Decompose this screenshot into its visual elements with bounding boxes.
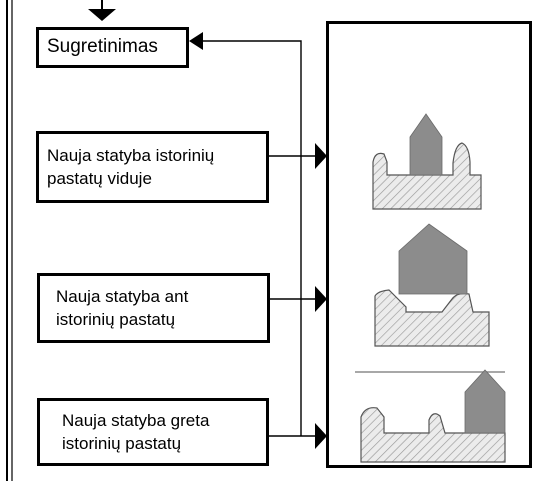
historic-base-2 [374, 289, 490, 347]
inside-label: Nauja statyba istorinių pastatų viduje [47, 145, 215, 188]
arrow-adjacent-icon [315, 423, 327, 449]
on-top-box: Nauja statyba ant istorinių pastatų [37, 273, 270, 343]
arrow-into-sugretinimas-icon [189, 32, 203, 50]
incoming-arrow-icon [88, 9, 116, 21]
historic-base-3 [360, 407, 506, 463]
inside-box: Nauja statyba istorinių pastatų viduje [36, 131, 269, 203]
sugretinimas-label: Sugretinimas [47, 36, 158, 58]
sketch-on-top-icon [374, 223, 490, 347]
sketch-adjacent-icon [355, 369, 506, 463]
illustration-panel [326, 21, 532, 468]
historic-base-1 [372, 142, 482, 210]
sketch-inside-icon [372, 113, 482, 210]
sugretinimas-box: Sugretinimas [36, 27, 189, 68]
on-top-label: Nauja statyba ant istorinių pastatų [56, 286, 189, 329]
new-building-3 [464, 369, 506, 434]
arrow-on-top-icon [315, 286, 327, 312]
new-building-1 [409, 113, 443, 176]
feedback-connector [203, 40, 302, 436]
adjacent-label: Nauja statyba greta istorinių pastatų [62, 410, 210, 453]
new-building-2 [398, 223, 468, 295]
adjacent-box: Nauja statyba greta istorinių pastatų [37, 398, 269, 466]
arrow-inside-icon [315, 143, 327, 169]
